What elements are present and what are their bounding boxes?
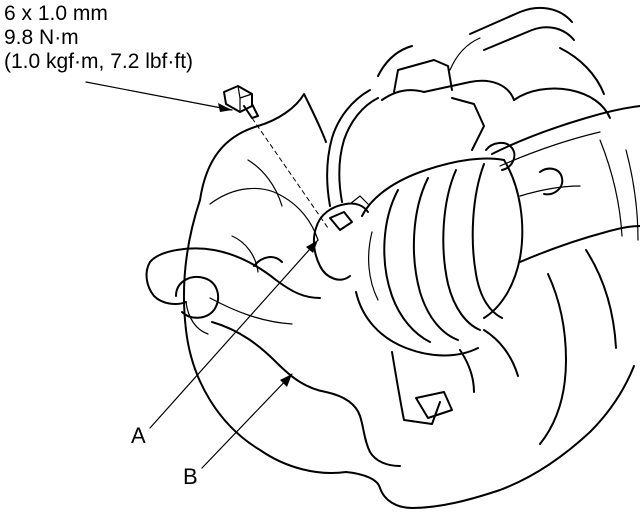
torque-nm-text: 9.8 N·m	[4, 26, 79, 49]
callout-a-leader	[149, 239, 319, 429]
driveshaft-boot	[355, 157, 524, 357]
callout-label-a: A	[131, 423, 146, 448]
bolt-icon	[223, 85, 329, 229]
sensor-wire	[211, 89, 401, 467]
knuckle-outline	[182, 93, 635, 509]
callout-b-leader	[201, 373, 293, 469]
torque-alt-text: (1.0 kgf·m, 7.2 lbf·ft)	[4, 50, 194, 73]
hub-assembly	[391, 139, 639, 445]
sensor-bracket	[312, 195, 369, 281]
strut-body	[377, 6, 611, 151]
torque-spec: 6 x 1.0 mm 9.8 N·m (1.0 kgf·m, 7.2 lbf·f…	[4, 2, 193, 74]
bolt-size-text: 6 x 1.0 mm	[4, 2, 108, 25]
spec-leader-arrow	[85, 81, 233, 112]
driveshaft	[485, 105, 640, 263]
callout-label-b: B	[183, 464, 198, 489]
lower-arm	[145, 247, 321, 335]
